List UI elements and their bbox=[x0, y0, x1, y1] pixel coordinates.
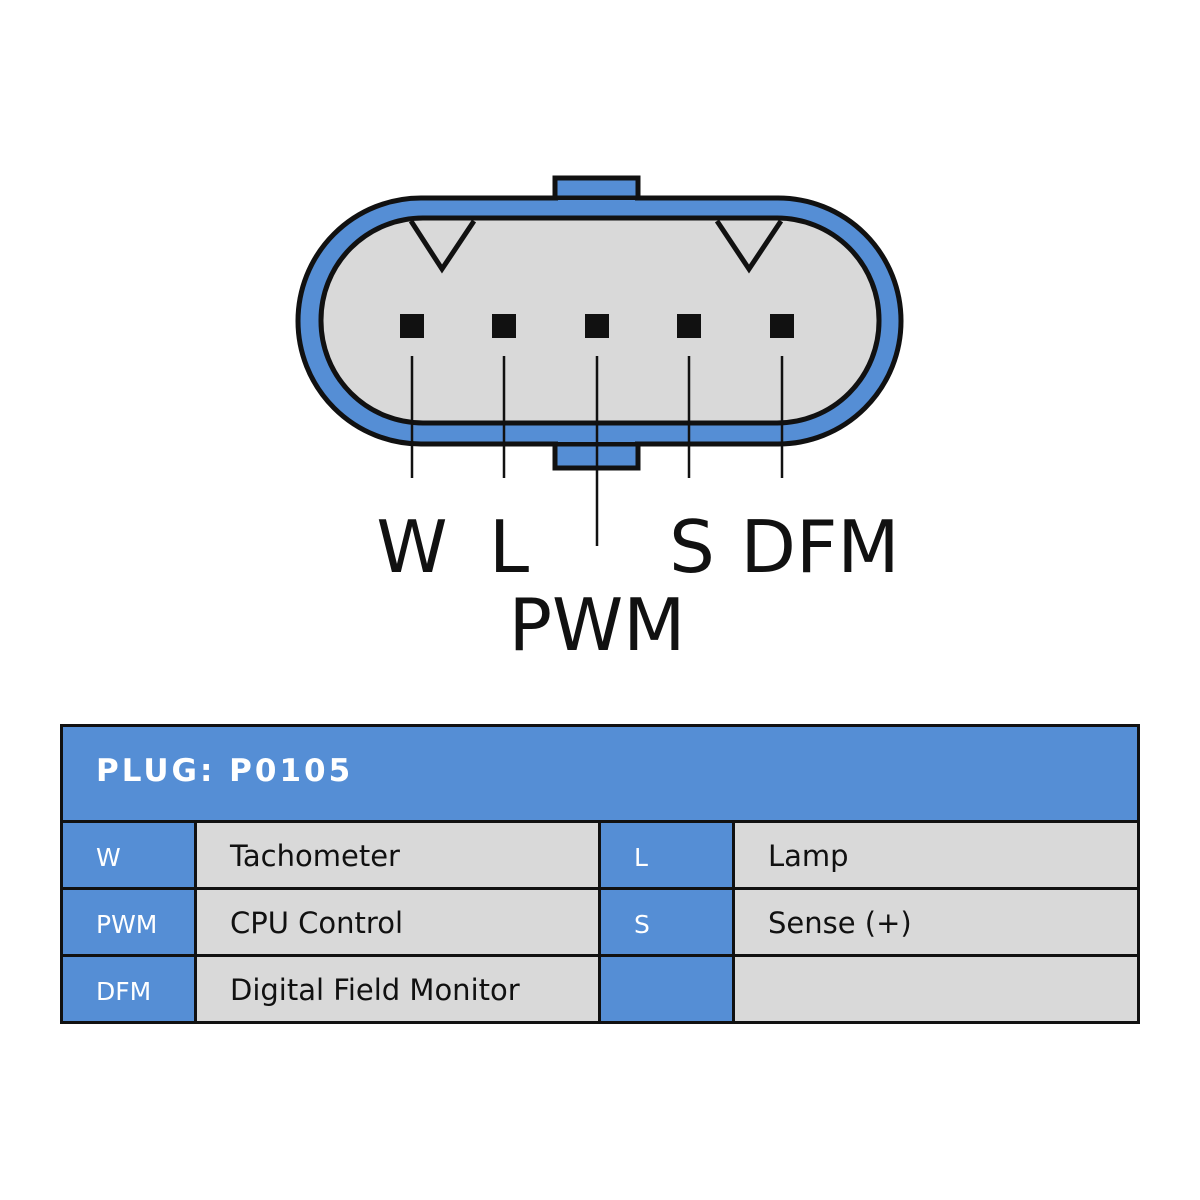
left-notch bbox=[408, 219, 477, 274]
connector-diagram: W L PWM S DFM bbox=[295, 175, 904, 667]
pin-l: L bbox=[489, 314, 529, 589]
pin-label-l: L bbox=[489, 505, 529, 589]
pin-code-cell bbox=[601, 957, 732, 1021]
right-notch bbox=[714, 219, 784, 274]
pin-code-cell: L bbox=[601, 823, 732, 887]
pin-terminal bbox=[492, 314, 516, 338]
table-header: PLUG: P0105 bbox=[63, 727, 1137, 820]
pin-description-cell: Digital Field Monitor bbox=[197, 957, 598, 1021]
pin-terminal bbox=[400, 314, 424, 338]
pin-s: S bbox=[669, 314, 715, 589]
pin-terminal bbox=[770, 314, 794, 338]
pin-description-cell bbox=[735, 957, 1137, 1021]
pin-label-w: W bbox=[376, 505, 447, 589]
pin-w: W bbox=[376, 314, 448, 589]
plug-title: PLUG: P0105 bbox=[96, 753, 354, 789]
plug-pinout-table: PLUG: P0105 W Tachometer L Lamp PWM CPU … bbox=[60, 724, 1140, 1024]
pin-terminal bbox=[585, 314, 609, 338]
pin-code-cell: S bbox=[601, 890, 732, 954]
pin-code-cell: W bbox=[63, 823, 194, 887]
pin-label-dfm: DFM bbox=[741, 505, 900, 589]
pin-terminal bbox=[677, 314, 701, 338]
pin-label-s: S bbox=[669, 505, 715, 589]
pin-description-cell: Tachometer bbox=[197, 823, 598, 887]
pin-description-cell: Lamp bbox=[735, 823, 1137, 887]
pin-code-cell: DFM bbox=[63, 957, 194, 1021]
pin-dfm: DFM bbox=[741, 314, 900, 589]
pin-description-cell: CPU Control bbox=[197, 890, 598, 954]
pin-description-cell: Sense (+) bbox=[735, 890, 1137, 954]
pin-code-cell: PWM bbox=[63, 890, 194, 954]
pin-pwm: PWM bbox=[509, 314, 686, 667]
pin-label-pwm: PWM bbox=[509, 583, 686, 667]
